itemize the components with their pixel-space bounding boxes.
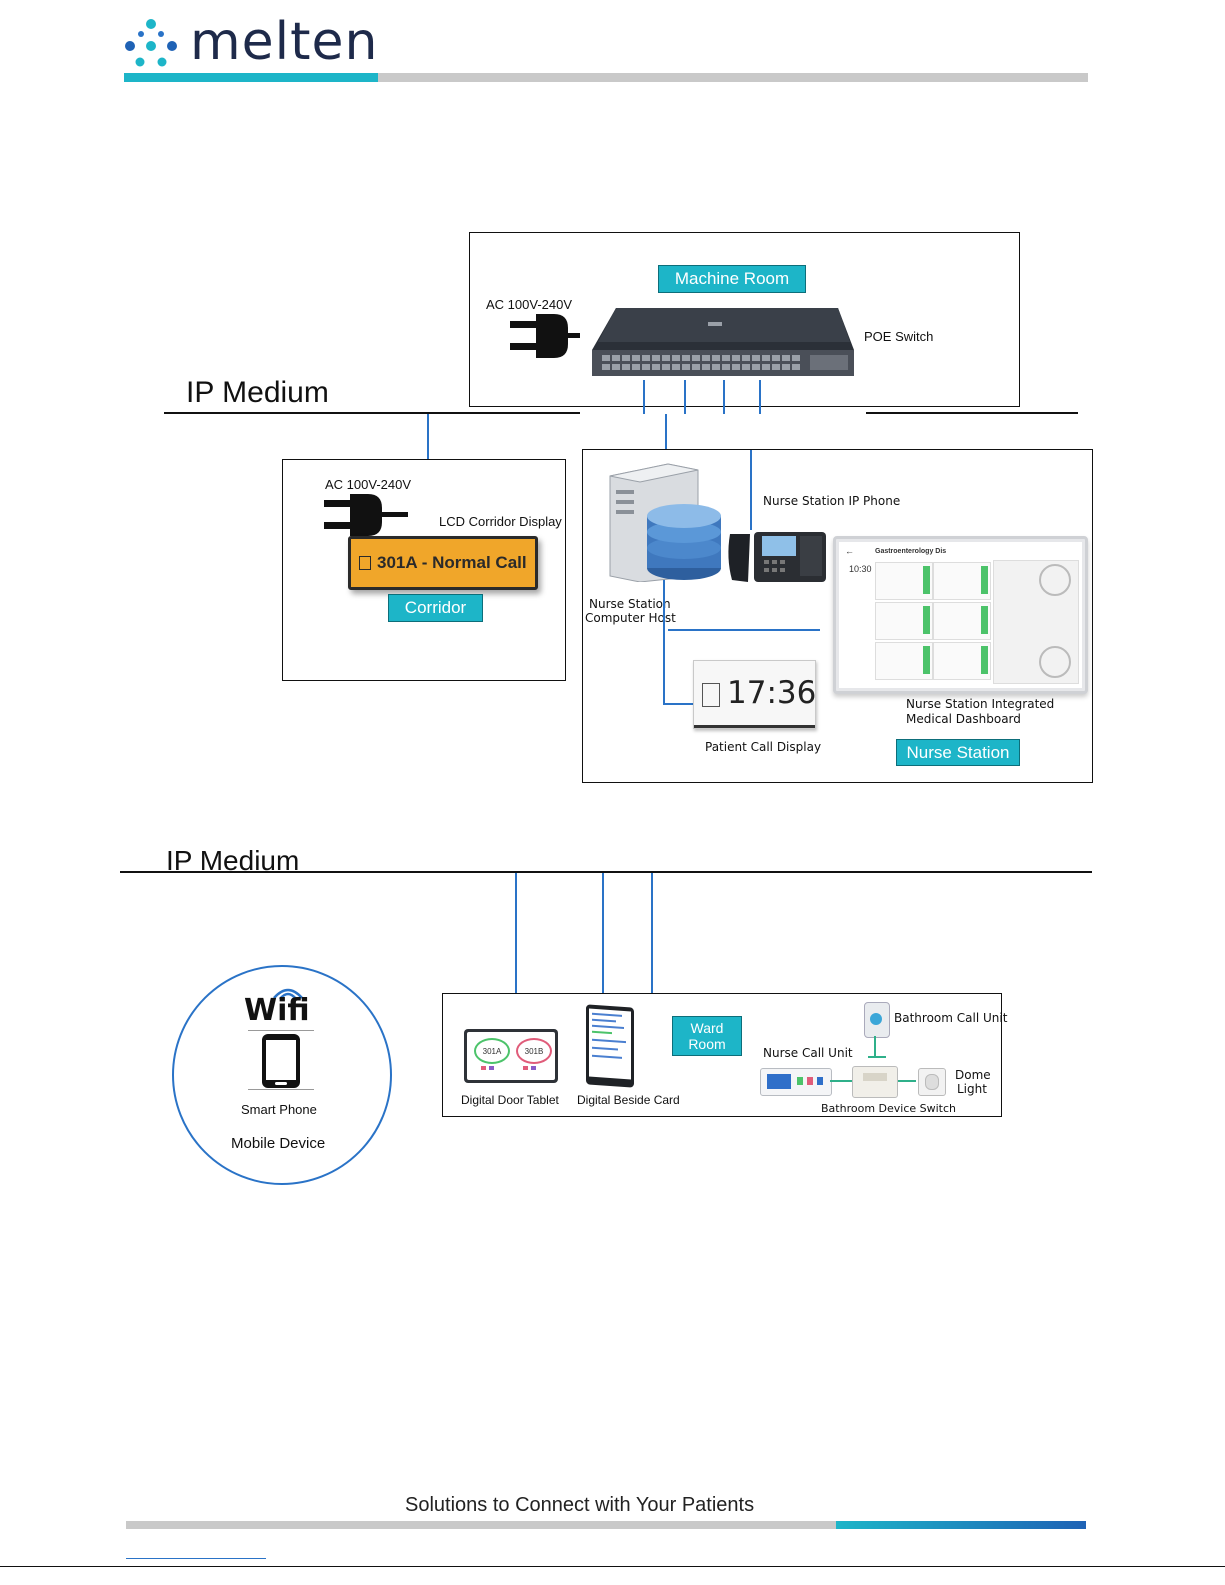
bathroom-device-switch: [852, 1066, 898, 1098]
room-badge-301b: 301B: [516, 1038, 552, 1064]
dashboard-label-1: Nurse Station Integrated: [906, 697, 1055, 711]
poe-switch-label: POE Switch: [864, 329, 934, 344]
footer-bar-blue: [836, 1521, 1086, 1529]
dashboard-label-2: Medical Dashboard: [906, 712, 1021, 726]
dome-light-label-1: Dome: [955, 1068, 991, 1082]
power-plug-icon: [324, 494, 408, 536]
status-dot: [481, 1066, 486, 1070]
smart-phone-label: Smart Phone: [241, 1102, 317, 1117]
status-badge: [981, 566, 988, 594]
bed-icon: [359, 556, 371, 570]
calendar-icon: [702, 683, 720, 707]
clock-text: 17:36: [727, 675, 817, 711]
nurse-call-unit: [760, 1068, 832, 1096]
connection-line: [668, 629, 820, 631]
ip-medium-label: IP Medium: [166, 845, 300, 876]
lcd-display-text: 301A - Normal Call: [377, 553, 527, 572]
connection-line: [868, 1056, 886, 1058]
digital-bedside-card: [586, 1004, 634, 1088]
database-icon: [647, 504, 721, 580]
medical-dashboard-monitor: ← Gastroenterology Dis 10:30: [833, 536, 1088, 694]
status-badge: [923, 566, 930, 594]
ip-phone-icon: [728, 532, 826, 582]
lcd-corridor-display: 301A - Normal Call: [348, 536, 538, 590]
patient-call-display-label: Patient Call Display: [705, 740, 822, 754]
status-badge: [923, 606, 930, 634]
poe-switch-icon: [592, 308, 854, 376]
lcd-corridor-display-label: LCD Corridor Display: [439, 514, 562, 529]
connection-line: [665, 414, 667, 450]
dome-light-label-2: Light: [957, 1082, 987, 1096]
bathroom-call-unit: [864, 1002, 890, 1038]
status-dot: [489, 1066, 494, 1070]
footer-bar-grey: [126, 1521, 836, 1529]
machine-room-title: Machine Room: [658, 265, 806, 293]
status-dot: [531, 1066, 536, 1070]
bathroom-device-switch-label: Bathroom Device Switch: [821, 1102, 957, 1115]
dome-light: [918, 1068, 946, 1096]
connection-line: [643, 380, 645, 414]
connection-line: [874, 1036, 876, 1056]
dashboard-header: Gastroenterology Dis: [875, 548, 947, 555]
computer-host-label-2: Computer Host: [585, 611, 676, 625]
connection-line: [759, 380, 761, 414]
mobile-device-label: Mobile Device: [231, 1135, 326, 1152]
nurse-call-unit-label: Nurse Call Unit: [763, 1046, 853, 1060]
ip-medium-label: IP Medium: [186, 376, 329, 409]
dashboard-time: 10:30: [849, 564, 872, 574]
status-badge: [923, 646, 930, 674]
ward-room-title: Ward Room: [672, 1016, 742, 1056]
connection-line: [515, 873, 517, 993]
ip-medium-line: [164, 412, 580, 414]
connection-line: [684, 380, 686, 414]
page-bottom-border: [0, 1566, 1225, 1567]
digital-door-tablet: 301A 301B: [464, 1029, 558, 1083]
wifi-signal-icon: [273, 988, 303, 1000]
divider: [248, 1030, 314, 1031]
header-bar-grey: [378, 73, 1088, 82]
power-plug-icon: [510, 314, 580, 358]
brand-name: melten: [190, 12, 379, 72]
wifi-text: Wifi: [244, 993, 310, 1028]
connection-line: [651, 873, 653, 1080]
digital-door-tablet-label: Digital Door Tablet: [461, 1093, 559, 1107]
wheel-icon: [1039, 646, 1071, 678]
back-arrow-icon: ←: [845, 546, 854, 556]
divider: [248, 1089, 314, 1090]
status-badge: [981, 646, 988, 674]
smartphone-icon: [262, 1034, 300, 1088]
corridor-title: Corridor: [388, 594, 483, 622]
footer-tagline: Solutions to Connect with Your Patients: [405, 1494, 755, 1516]
connection-line: [602, 873, 604, 993]
machine-room-power-label: AC 100V-240V: [486, 297, 573, 312]
connection-line: [898, 1080, 916, 1082]
ip-medium-line: [866, 412, 1078, 414]
connection-line: [830, 1080, 852, 1082]
nurse-station-ip-phone-label: Nurse Station IP Phone: [763, 494, 901, 508]
bathroom-call-unit-label: Bathroom Call Unit: [894, 1011, 1008, 1025]
room-badge-301a: 301A: [474, 1038, 510, 1064]
status-dot: [523, 1066, 528, 1070]
nurse-station-title: Nurse Station: [896, 739, 1020, 766]
melten-logo-icon: [125, 19, 177, 67]
connection-line: [750, 450, 752, 530]
ip-medium-line: [120, 871, 1092, 873]
wheel-icon: [1039, 564, 1071, 596]
header-bar-teal: [124, 73, 378, 82]
connection-line: [663, 580, 665, 704]
status-badge: [981, 606, 988, 634]
corridor-power-label: AC 100V-240V: [325, 477, 412, 492]
digital-bedside-card-label: Digital Beside Card: [577, 1093, 680, 1107]
mobile-device-circle: [172, 965, 392, 1185]
computer-host-label-1: Nurse Station: [589, 597, 671, 611]
patient-call-display: 17:36: [693, 660, 816, 729]
footer-link-underline[interactable]: [126, 1558, 266, 1559]
display-bezel: [694, 725, 815, 728]
connection-line: [723, 380, 725, 414]
connection-line: [663, 703, 693, 705]
